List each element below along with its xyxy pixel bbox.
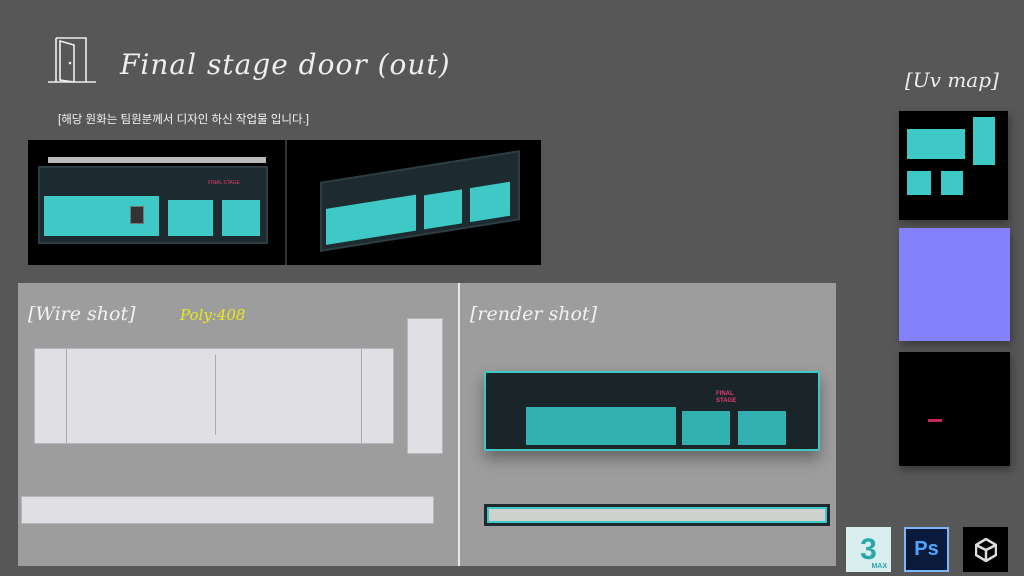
render-shot-label: [render shot] <box>470 303 597 325</box>
door-top-bar <box>48 157 266 163</box>
render-top-view <box>484 504 830 526</box>
credit-note: [해당 원화는 팀원분께서 디자인 하신 작업물 입니다.] <box>58 114 309 126</box>
page-title: Final stage door (out) <box>120 48 451 81</box>
uv-map-label: [Uv map] <box>905 68 999 92</box>
render-door: FINAL STAGE <box>484 371 820 451</box>
divider <box>285 140 287 265</box>
poly-count: Poly:408 <box>180 306 246 324</box>
concept-art: FINAL STAGE <box>28 140 541 265</box>
divider <box>458 283 460 566</box>
door-sign: FINAL STAGE <box>208 180 240 186</box>
emissive-map-thumbnail <box>899 352 1010 466</box>
wire-top-view <box>21 496 434 524</box>
concept-door-front: FINAL STAGE <box>38 166 268 244</box>
diffuse-map-thumbnail <box>899 111 1008 220</box>
photoshop-icon: Ps <box>904 527 949 572</box>
concept-door-perspective <box>320 150 520 252</box>
wire-shot-label: [Wire shot] <box>28 303 136 325</box>
door-sign: FINAL STAGE <box>716 391 737 404</box>
door-icon <box>48 37 96 83</box>
wire-front-view <box>34 348 394 444</box>
shots-panel: [Wire shot] Poly:408 [render shot] FINAL… <box>18 283 836 566</box>
normal-map-thumbnail <box>899 228 1010 341</box>
unity-icon <box>963 527 1008 572</box>
wire-side-view <box>407 318 443 454</box>
